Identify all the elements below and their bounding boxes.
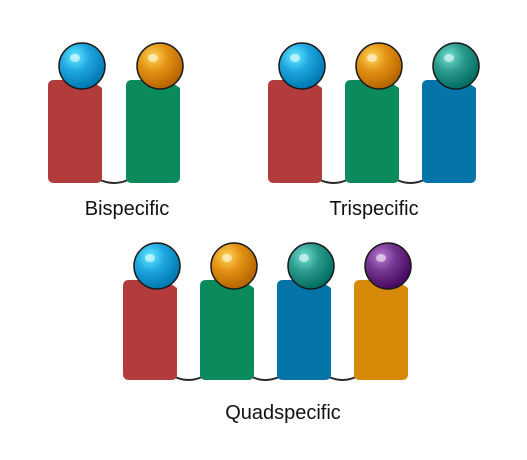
linker <box>394 178 427 184</box>
domain-body <box>277 280 331 380</box>
domain-body <box>345 80 399 183</box>
domain-body <box>422 80 476 183</box>
domain-body <box>48 80 102 183</box>
ball-highlight <box>145 254 155 262</box>
linker <box>249 375 282 381</box>
binding-ball <box>278 42 326 90</box>
binding-ball <box>210 242 258 290</box>
ball-highlight <box>222 254 232 262</box>
binding-ball <box>364 242 412 290</box>
ball-highlight <box>290 54 300 62</box>
domain-body <box>200 280 254 380</box>
binding-ball <box>58 42 106 90</box>
linker <box>97 178 131 184</box>
ball-highlight <box>376 254 386 262</box>
ball-highlight <box>148 54 158 62</box>
linker <box>172 375 205 381</box>
binding-ball <box>136 42 184 90</box>
ball-highlight <box>444 54 454 62</box>
ball-highlight <box>70 54 80 62</box>
binding-ball <box>287 242 335 290</box>
ball-highlight <box>299 254 309 262</box>
domain-body <box>126 80 180 183</box>
linker <box>317 178 350 184</box>
group-trispecific <box>268 42 480 184</box>
label-quadspecific: Quadspecific <box>225 402 341 424</box>
binding-ball <box>355 42 403 90</box>
group-bispecific <box>48 42 184 184</box>
ball-highlight <box>367 54 377 62</box>
domain-body <box>123 280 177 380</box>
binding-ball <box>432 42 480 90</box>
domain-body <box>354 280 408 380</box>
group-quadspecific <box>123 242 412 381</box>
linker <box>326 375 359 381</box>
label-bispecific: Bispecific <box>84 198 170 220</box>
label-trispecific: Trispecific <box>329 198 419 220</box>
domain-body <box>268 80 322 183</box>
binding-ball <box>133 242 181 290</box>
